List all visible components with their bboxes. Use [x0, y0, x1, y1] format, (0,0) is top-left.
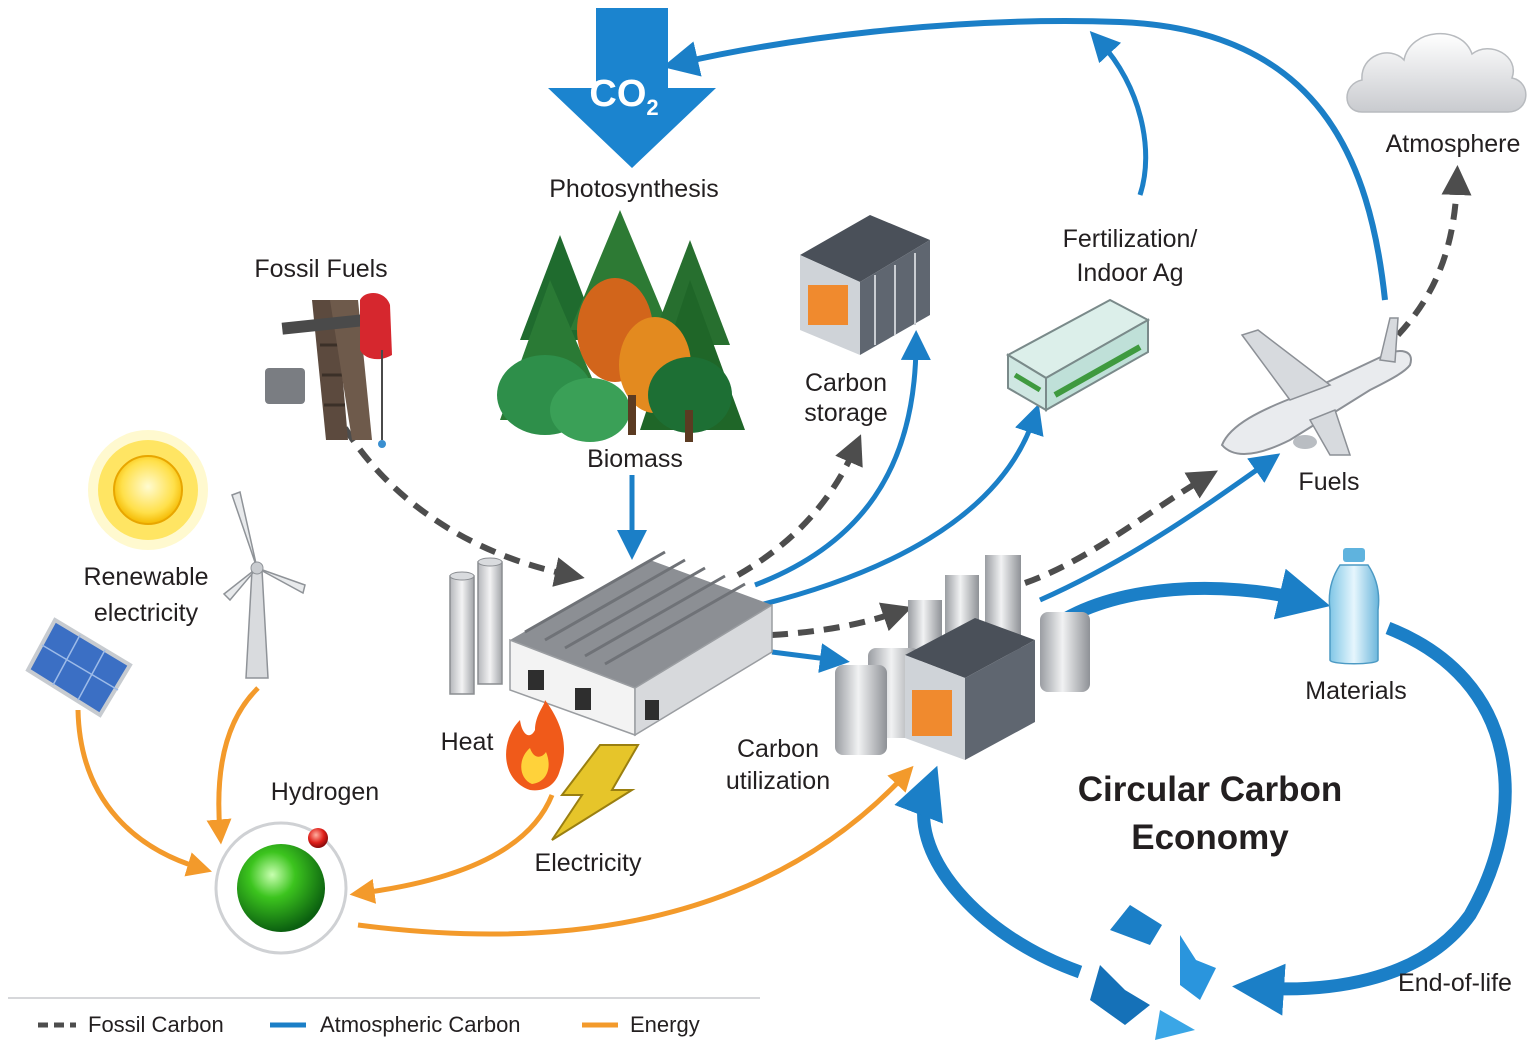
label-renewable-electricity-1: Renewable: [83, 563, 209, 591]
arrow-to-fertilization: [1089, 31, 1149, 196]
wind-turbine-icon: [222, 490, 306, 679]
label-renewable-electricity-2: electricity: [93, 599, 199, 627]
title-line-2: Economy: [1131, 818, 1289, 857]
label-end-of-life: End-of-life: [1398, 969, 1512, 997]
arrow-factory-to-storage-fossil: [736, 434, 863, 578]
co2-arrow: CO2: [548, 8, 716, 168]
label-biomass: Biomass: [587, 445, 683, 473]
label-fuels: Fuels: [1298, 468, 1360, 496]
energy-flows: [75, 686, 914, 937]
label-electricity: Electricity: [534, 849, 642, 877]
arrow-fossil-to-factory: [342, 426, 585, 587]
label-carbon-utilization-1: Carbon: [737, 735, 819, 763]
hydrogen-atom-icon: [214, 821, 348, 955]
label-fertilization-1: Fertilization/: [1062, 225, 1198, 253]
carbon-utilization-plant-icon: [835, 555, 1090, 760]
sun-icon: [88, 430, 208, 550]
arrow-utilization-to-fuels-fossil: [1023, 470, 1218, 586]
arrow-materials-to-recycle: [1232, 621, 1512, 1016]
arrow-factory-to-storage: [754, 330, 931, 588]
arrow-recycle-to-utilization: [894, 765, 1083, 979]
greenhouse-icon: [1005, 298, 1151, 412]
label-atmosphere: Atmosphere: [1385, 130, 1521, 158]
arrow-heat-to-hydrogen: [349, 794, 555, 904]
arrow-fuels-to-co2: [662, 18, 1388, 301]
legend-label-fossil: Fossil Carbon: [88, 1012, 224, 1037]
solar-panel-icon: [25, 617, 133, 718]
svg-text:CO2: CO2: [589, 73, 658, 120]
label-heat: Heat: [440, 728, 494, 756]
smokestacks-icon: [449, 557, 503, 695]
arrow-wind-to-hydrogen: [206, 686, 260, 845]
fossil-carbon-flows: [342, 165, 1472, 638]
arrow-utilization-to-fuels: [1038, 453, 1281, 603]
title-line-1: Circular Carbon: [1077, 770, 1343, 809]
label-fertilization-2: Indoor Ag: [1076, 259, 1184, 287]
label-materials: Materials: [1305, 677, 1407, 705]
water-bottle-icon: [1328, 548, 1380, 665]
legend-label-energy: Energy: [630, 1012, 700, 1037]
atmospheric-carbon-flows: [617, 18, 1512, 1016]
label-fossil-fuels: Fossil Fuels: [254, 255, 388, 283]
label-photosynthesis: Photosynthesis: [549, 175, 719, 203]
pump-jack-icon: [265, 293, 392, 448]
arrow-utilization-to-materials: [1056, 568, 1331, 628]
label-carbon-storage-1: Carbon: [805, 369, 887, 397]
arrow-hydrogen-to-utilization: [357, 765, 914, 937]
lightning-icon: [551, 744, 640, 841]
carbon-storage-building-icon: [800, 215, 930, 355]
airplane-icon: [1220, 317, 1412, 456]
label-carbon-storage-2: storage: [804, 399, 888, 427]
co2-label: CO: [589, 73, 646, 115]
forest-icon: [497, 210, 745, 442]
recycle-icon: [1090, 905, 1216, 1040]
cloud-icon: [1346, 32, 1527, 113]
label-hydrogen: Hydrogen: [270, 778, 380, 806]
arrow-solar-to-hydrogen: [75, 709, 212, 877]
label-carbon-utilization-2: utilization: [725, 767, 831, 795]
arrow-plane-to-atmosphere: [1395, 165, 1472, 338]
arrow-factory-to-utilization-fossil: [771, 602, 913, 638]
arrow-factory-to-utilization: [771, 643, 850, 673]
legend-label-atmospheric: Atmospheric Carbon: [320, 1012, 521, 1037]
co2-subscript: 2: [646, 95, 658, 120]
flame-icon: [506, 700, 565, 791]
factory-icon: [509, 550, 773, 737]
arrow-factory-to-greenhouse: [759, 403, 1044, 608]
